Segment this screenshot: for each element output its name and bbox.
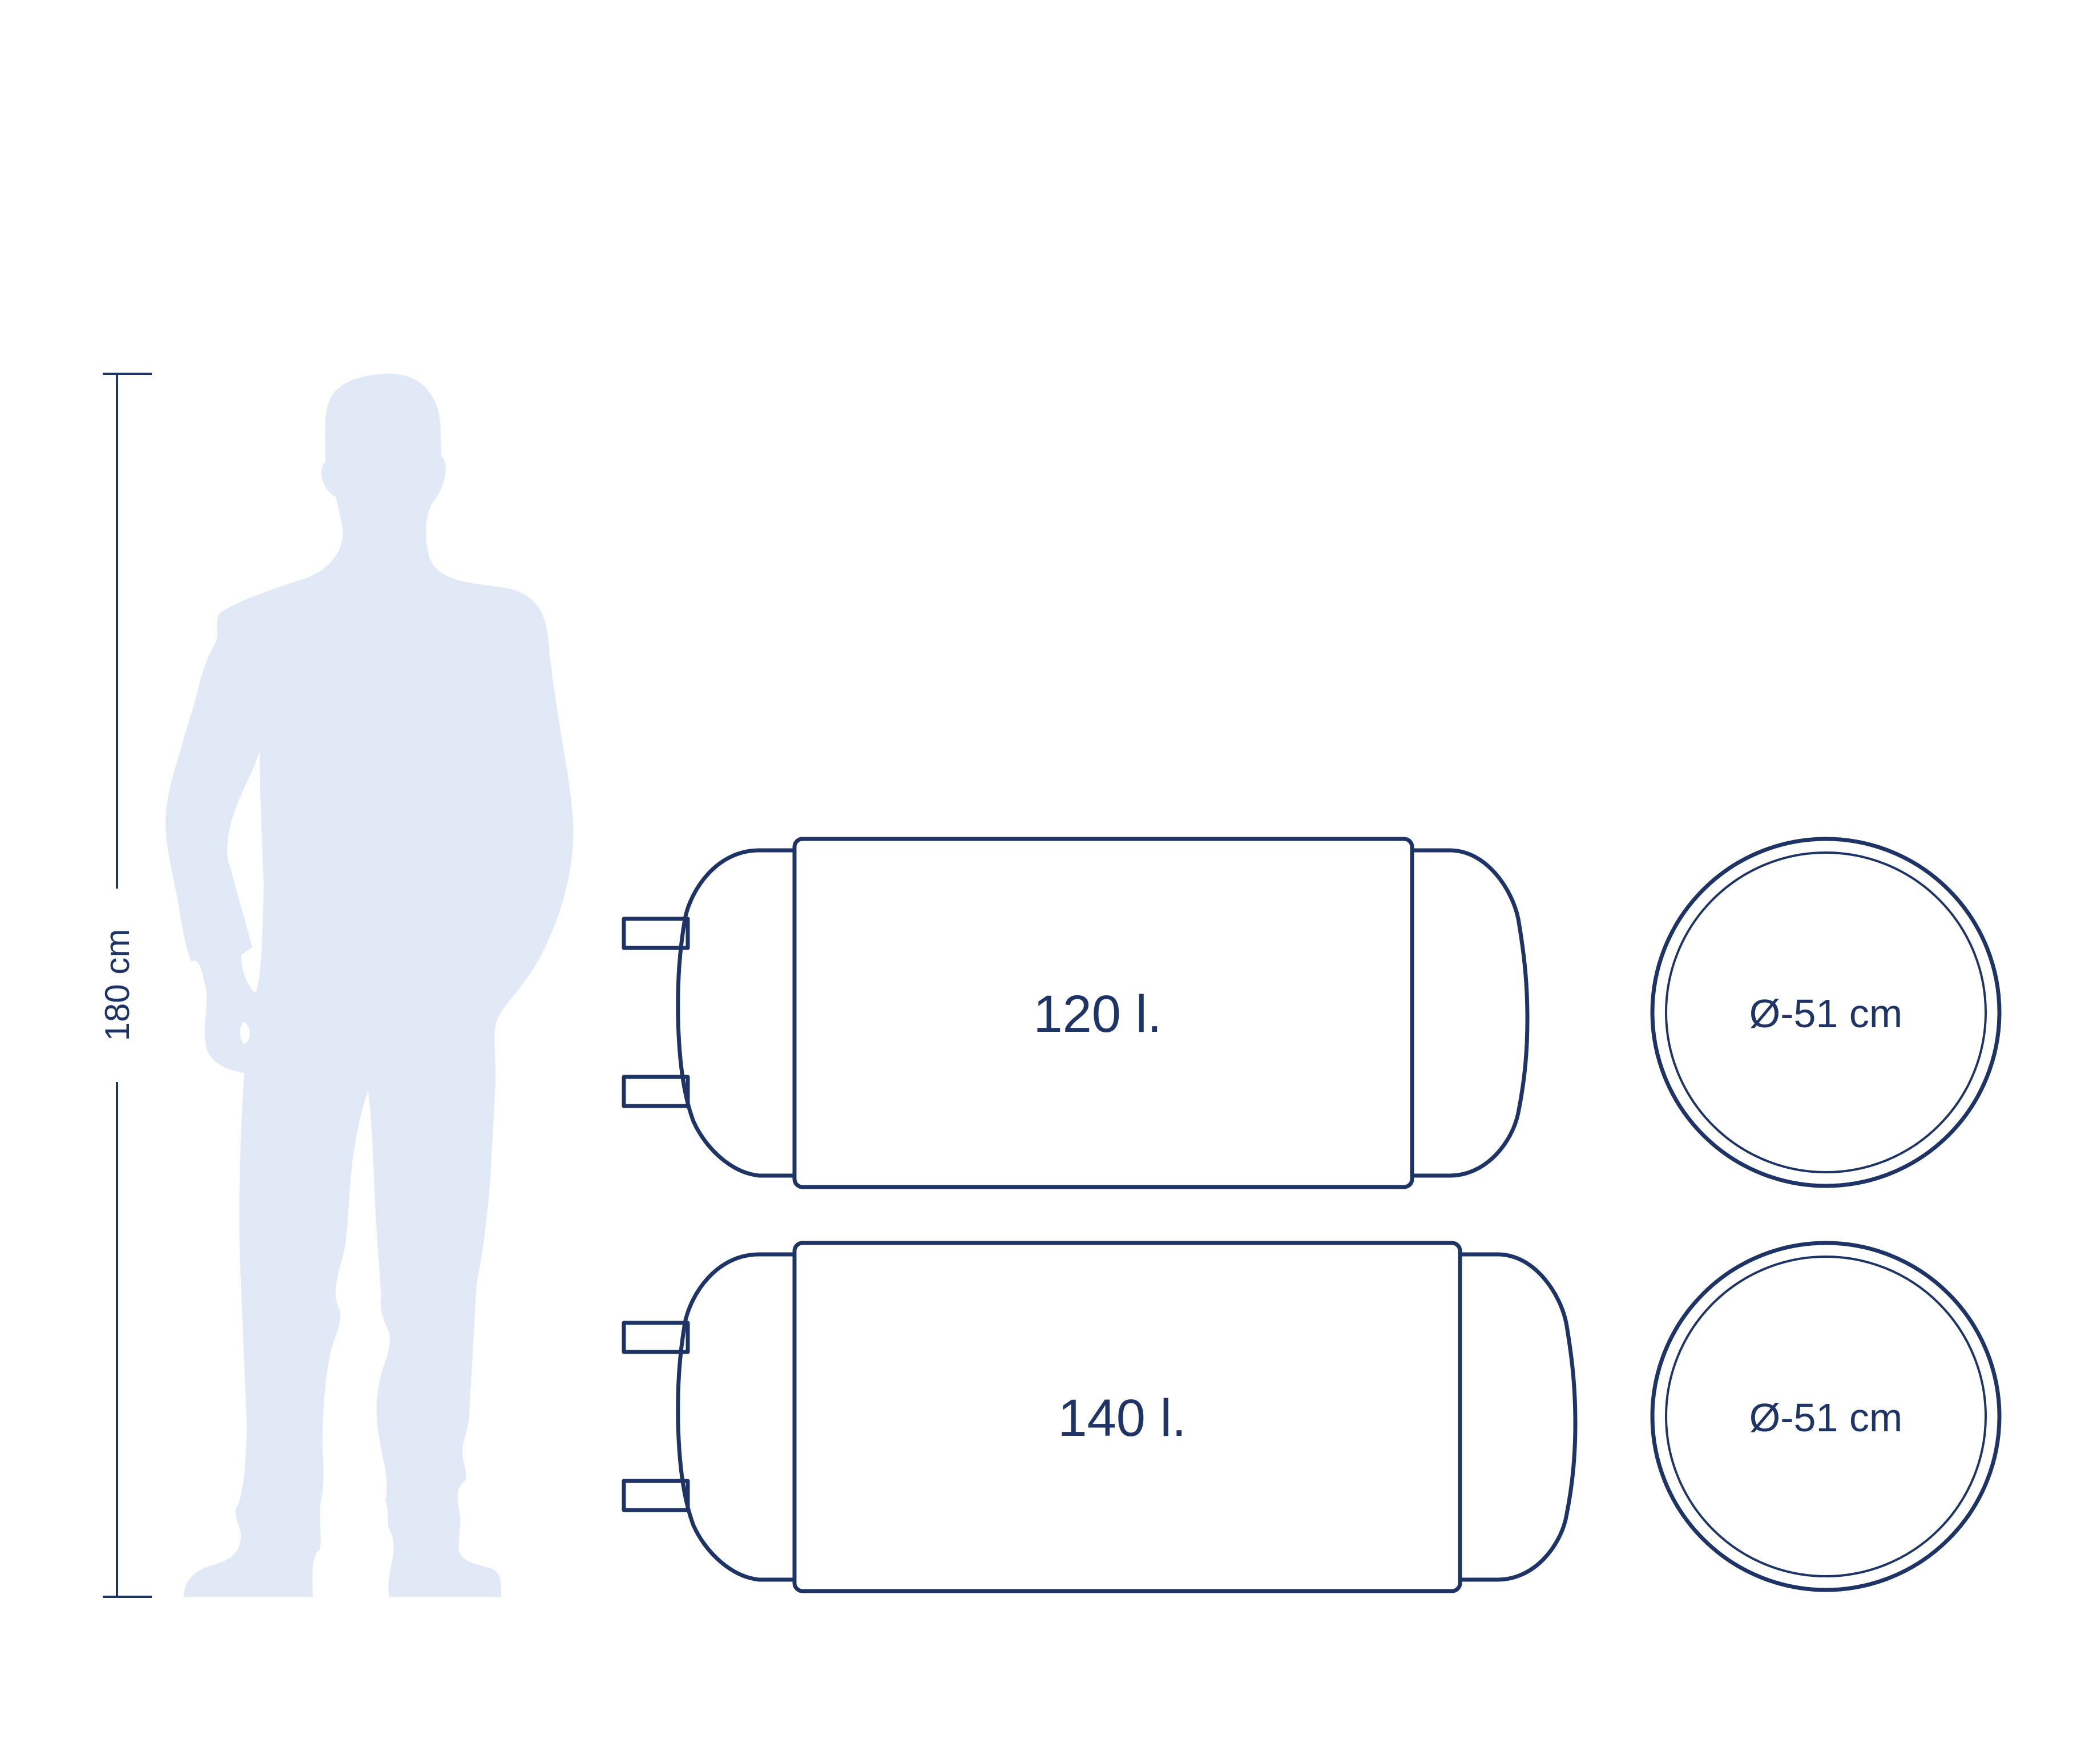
tank-140-cross-section bbox=[1650, 1241, 2002, 1592]
tank-140-diameter-label: Ø-51 cm bbox=[1749, 1395, 1902, 1440]
tank-140-upper-pipe bbox=[622, 1321, 690, 1354]
tank-120-body bbox=[792, 837, 1414, 1189]
height-scale-label: 180 cm bbox=[98, 929, 136, 1042]
tank-120-side-view bbox=[622, 837, 1530, 1189]
person-hand-gap bbox=[240, 1022, 250, 1044]
tank-140-outer-ring bbox=[1650, 1241, 2002, 1592]
tank-140-right-cap bbox=[1460, 1252, 1578, 1582]
tank-140-inner-ring bbox=[1665, 1256, 1987, 1577]
tank-120-diameter-label: Ø-51 cm bbox=[1749, 991, 1902, 1036]
tank-120-outer-ring bbox=[1650, 837, 2002, 1188]
tank-140-side-view bbox=[622, 1241, 1578, 1593]
tank-140-left-cap bbox=[676, 1252, 795, 1582]
tank-120-inner-ring bbox=[1665, 851, 1987, 1173]
tank-120-right-cap bbox=[1412, 848, 1530, 1178]
height-scale bbox=[103, 373, 152, 1598]
standing-person-icon bbox=[166, 373, 574, 1597]
tank-120-lower-pipe bbox=[622, 1075, 690, 1108]
tank-120-left-cap bbox=[676, 848, 795, 1178]
tank-140-body bbox=[792, 1241, 1462, 1593]
tank-140-lower-pipe bbox=[622, 1479, 690, 1512]
tank-120-upper-pipe bbox=[622, 917, 690, 950]
tank-120-cross-section bbox=[1650, 837, 2002, 1188]
tank-120-volume-label: 120 l. bbox=[1033, 985, 1162, 1043]
tank-140-volume-label: 140 l. bbox=[1058, 1389, 1186, 1447]
